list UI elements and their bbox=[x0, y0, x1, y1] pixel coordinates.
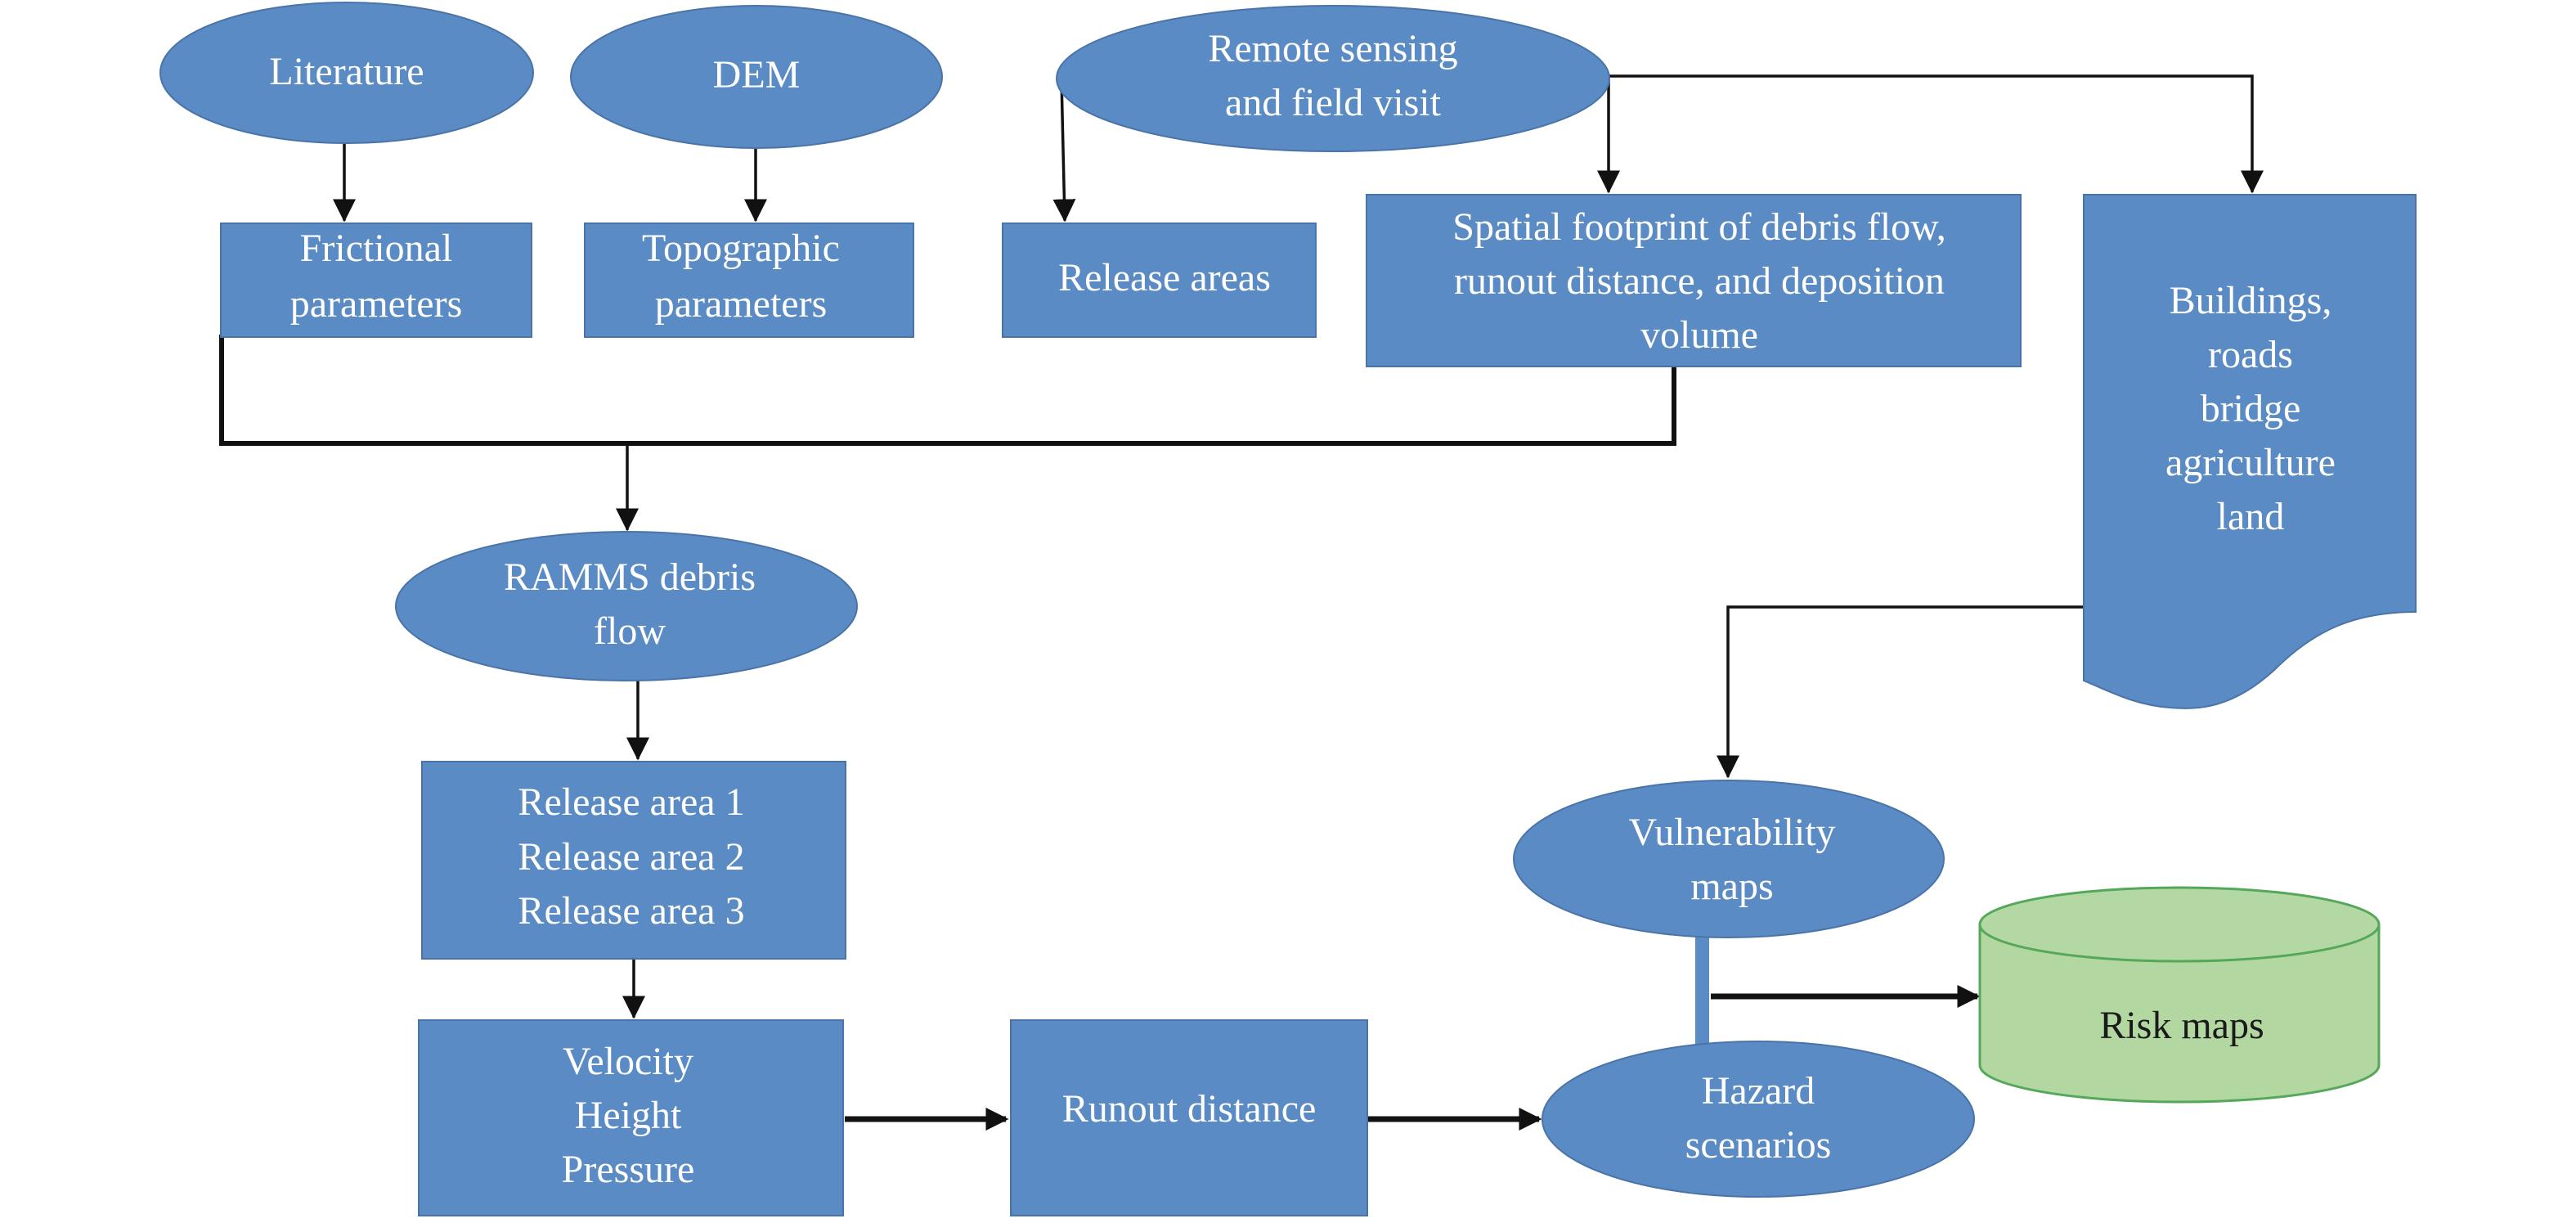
remote-sensing-ellipse bbox=[1056, 5, 1610, 152]
risk-maps-cylinder-body bbox=[1978, 923, 2381, 1104]
release-area-2-label: Release area 2 bbox=[518, 835, 744, 879]
topographic-label-line2: parameters bbox=[655, 282, 828, 326]
risk-maps-cylinder-top bbox=[1978, 886, 2381, 963]
dem-label: DEM bbox=[713, 53, 801, 97]
frictional-label-line1: Frictional bbox=[300, 227, 453, 270]
spatial-footprint-label-line2: runout distance, and deposition bbox=[1454, 259, 1945, 303]
release-areas-box bbox=[1002, 223, 1317, 338]
spatial-footprint-label-line1: Spatial footprint of debris flow, bbox=[1452, 205, 1945, 249]
node-release-areas[interactable]: Release areas bbox=[1002, 223, 1317, 338]
ramms-ellipse bbox=[395, 531, 858, 681]
node-hazard-scenarios[interactable]: Hazard scenarios bbox=[1542, 1041, 1975, 1198]
vulnerability-ellipse bbox=[1513, 780, 1945, 938]
release-areas-label: Release areas bbox=[1058, 256, 1271, 299]
vulnerability-label-line1: Vulnerability bbox=[1628, 811, 1835, 854]
release-area-list-box bbox=[421, 761, 846, 960]
release-area-1-label: Release area 1 bbox=[518, 780, 744, 824]
edge-elements-at-risk-to-vulnerability bbox=[1717, 605, 2085, 779]
link-vulnerability-hazard bbox=[1695, 933, 1709, 1047]
hazard-label-line2: scenarios bbox=[1685, 1123, 1832, 1167]
topographic-box bbox=[584, 223, 914, 338]
node-remote-sensing[interactable]: Remote sensing and field visit bbox=[1056, 5, 1610, 152]
outputs-box bbox=[418, 1019, 844, 1216]
spatial-footprint-label-line3: volume bbox=[1640, 313, 1758, 357]
elements-at-risk-line5: land bbox=[2217, 495, 2285, 538]
node-spatial-footprint[interactable]: Spatial footprint of debris flow, runout… bbox=[1366, 194, 2022, 367]
risk-maps-label: Risk maps bbox=[2099, 1004, 2264, 1047]
edge-remote-to-elements-at-risk bbox=[1607, 74, 2264, 194]
node-release-area-list[interactable]: Release area 1 Release area 2 Release ar… bbox=[421, 761, 846, 960]
edge-remote-to-release-areas bbox=[1052, 78, 1076, 223]
dem-ellipse bbox=[570, 5, 943, 149]
release-area-3-label: Release area 3 bbox=[518, 889, 744, 933]
runout-distance-label: Runout distance bbox=[1062, 1087, 1317, 1131]
node-outputs[interactable]: Velocity Height Pressure bbox=[418, 1019, 844, 1216]
remote-sensing-label-line1: Remote sensing bbox=[1208, 27, 1457, 70]
node-risk-maps[interactable]: Risk maps bbox=[1978, 886, 2381, 1104]
node-vulnerability-maps[interactable]: Vulnerability maps bbox=[1513, 780, 1945, 938]
node-frictional-parameters[interactable]: Frictional parameters bbox=[220, 223, 532, 338]
remote-sensing-label-line2: and field visit bbox=[1225, 81, 1442, 124]
ramms-label-line2: flow bbox=[594, 609, 666, 653]
literature-ellipse bbox=[159, 2, 534, 144]
height-label: Height bbox=[575, 1094, 682, 1137]
connectors bbox=[219, 74, 2264, 1131]
spatial-footprint-box bbox=[1366, 194, 2022, 367]
hazard-label-line1: Hazard bbox=[1702, 1069, 1815, 1113]
elements-at-risk-line2: roads bbox=[2208, 333, 2293, 376]
topographic-label-line1: Topographic bbox=[642, 227, 840, 270]
elements-at-risk-line1: Buildings, bbox=[2170, 279, 2332, 322]
velocity-label: Velocity bbox=[563, 1040, 693, 1083]
node-dem[interactable]: DEM bbox=[570, 5, 943, 149]
frictional-label-line2: parameters bbox=[290, 282, 463, 326]
bus-inputs-to-ramms bbox=[219, 335, 1676, 446]
node-elements-at-risk[interactable]: Buildings, roads bridge agriculture land bbox=[2083, 194, 2417, 709]
elements-at-risk-document bbox=[2083, 194, 2417, 709]
node-runout-distance[interactable]: Runout distance bbox=[1010, 1019, 1368, 1216]
node-ramms[interactable]: RAMMS debris flow bbox=[395, 531, 858, 681]
node-topographic-parameters[interactable]: Topographic parameters bbox=[584, 223, 914, 338]
elements-at-risk-line3: bridge bbox=[2201, 387, 2301, 430]
literature-label: Literature bbox=[269, 50, 424, 93]
runout-distance-box bbox=[1010, 1019, 1368, 1216]
pressure-label: Pressure bbox=[562, 1148, 695, 1191]
node-literature[interactable]: Literature bbox=[159, 2, 534, 144]
frictional-box bbox=[220, 223, 532, 338]
vulnerability-label-line2: maps bbox=[1690, 865, 1773, 908]
elements-at-risk-line4: agriculture bbox=[2165, 441, 2336, 484]
hazard-ellipse bbox=[1542, 1041, 1975, 1198]
ramms-label-line1: RAMMS debris bbox=[504, 555, 756, 599]
